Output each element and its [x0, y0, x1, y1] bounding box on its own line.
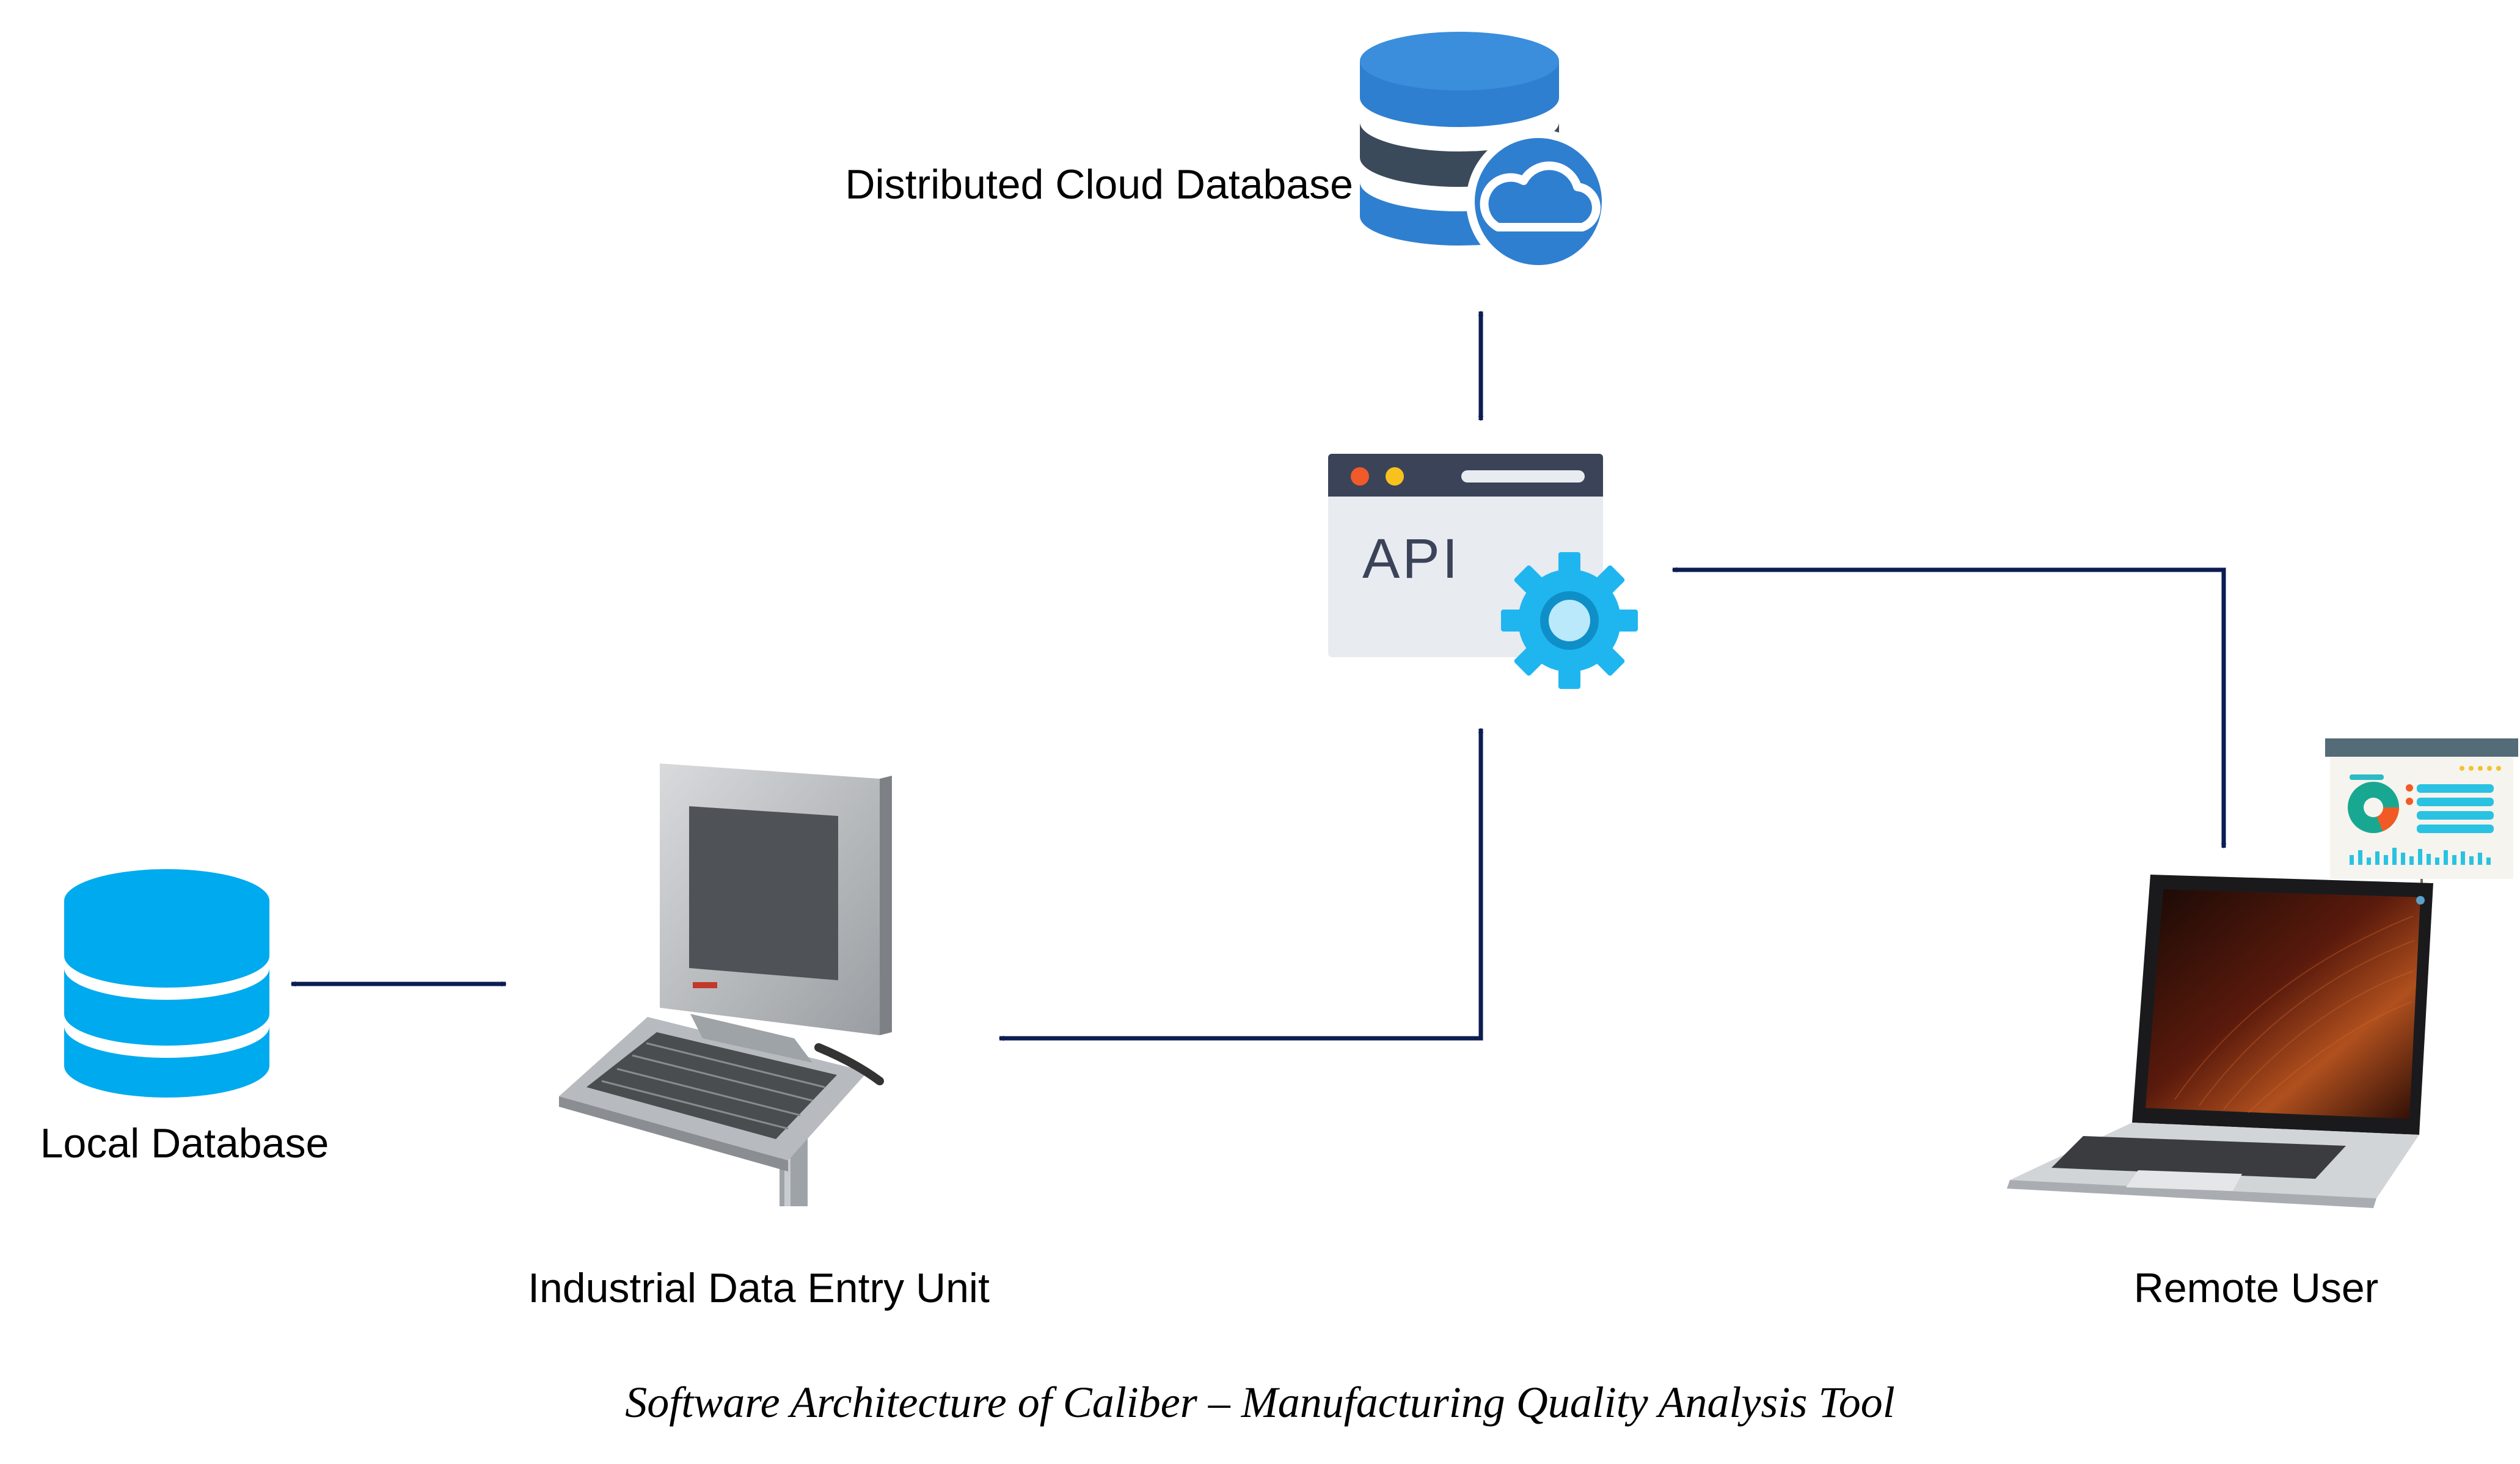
local-database-label: Local Database [40, 1120, 329, 1167]
remote-user-label: Remote User [2134, 1265, 2379, 1311]
connector-entry-unit-api [999, 729, 1481, 1038]
database-icon [64, 869, 269, 1098]
industrial-terminal-icon [559, 763, 892, 1206]
cloud-database-icon [1360, 32, 1610, 274]
laptop-icon [2007, 875, 2433, 1208]
industrial-entry-unit-label: Industrial Data Entry Unit [528, 1265, 990, 1311]
figure-caption: Software Architecture of Caliber – Manuf… [625, 1378, 1895, 1427]
connector-remote-user-api [1673, 570, 2224, 848]
api-gear-icon [1328, 454, 1638, 689]
api-label: API [1362, 528, 1460, 590]
dashboard-chart-icon [2325, 738, 2518, 895]
cloud-database-label: Distributed Cloud Database [845, 161, 1353, 208]
